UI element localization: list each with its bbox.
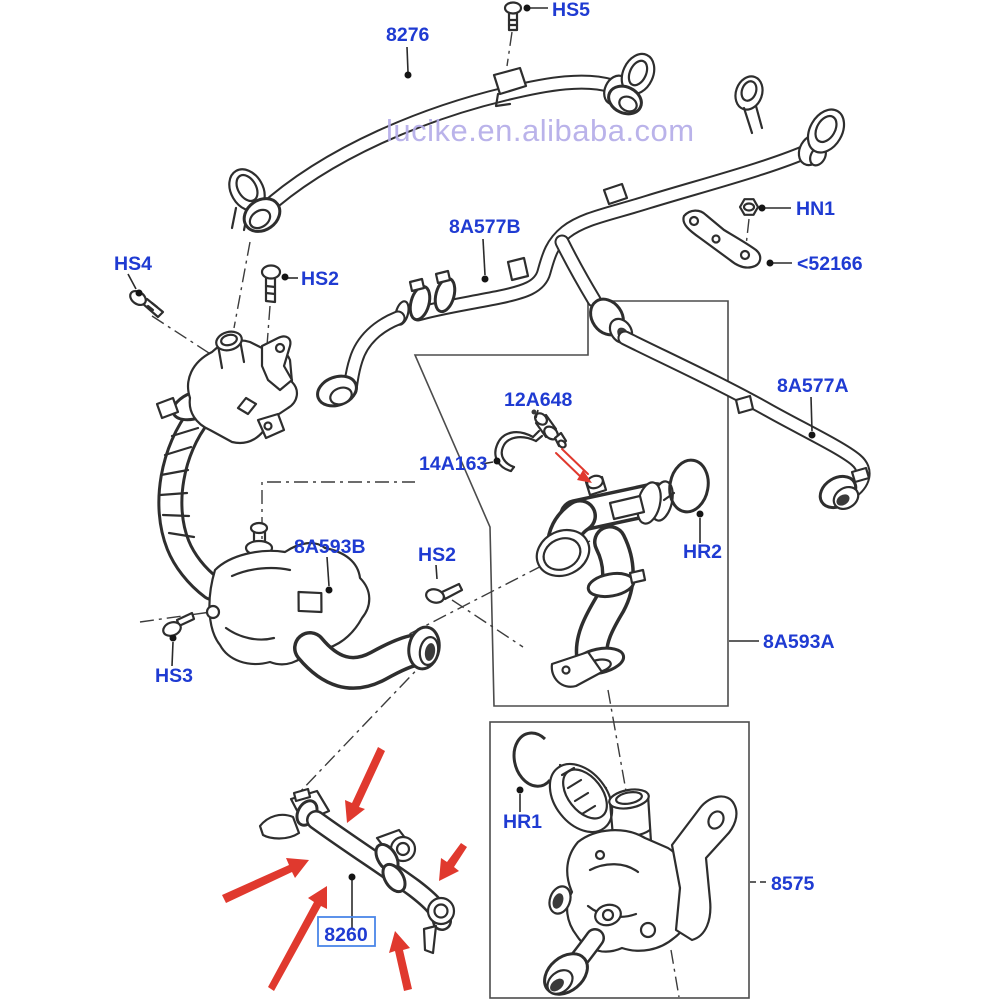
part-bolt-hs4 bbox=[129, 289, 165, 319]
part-thermostat-8575 bbox=[512, 731, 738, 996]
label-hs2-top: HS2 bbox=[301, 268, 339, 290]
box-8575 bbox=[489, 721, 750, 999]
label-14a163: 14A163 bbox=[419, 453, 487, 475]
label-8a593b: 8A593B bbox=[294, 536, 366, 558]
label-hn1: HN1 bbox=[796, 198, 835, 220]
part-hose-8a577a bbox=[617, 330, 871, 511]
callout-leaders bbox=[127, 4, 816, 928]
red-arrow-icon bbox=[389, 931, 412, 991]
label-8a577b: 8A577B bbox=[449, 216, 521, 238]
part-clip-14a163 bbox=[494, 429, 544, 473]
label-hr2: HR2 bbox=[683, 541, 722, 563]
part-hose-8a577b bbox=[316, 75, 846, 408]
part-hose-8260 bbox=[258, 787, 456, 955]
part-cring-hr1 bbox=[512, 731, 552, 788]
box-8a593a bbox=[413, 300, 729, 707]
sensor-pointer-arrow bbox=[555, 448, 592, 483]
part-bolt-hs5 bbox=[503, 1, 523, 32]
part-bolt-hs2-mid bbox=[425, 582, 464, 604]
label-8575: 8575 bbox=[771, 873, 815, 895]
label-hs4: HS4 bbox=[114, 253, 152, 275]
part-bracket-52166 bbox=[682, 209, 762, 269]
label-8a593a: 8A593A bbox=[763, 631, 835, 653]
highlight-arrows bbox=[222, 747, 467, 991]
part-bolt-hs2-top bbox=[260, 264, 282, 304]
part-nut-hn1 bbox=[738, 198, 760, 216]
label-hs3: HS3 bbox=[155, 665, 193, 687]
label-hs2-mid: HS2 bbox=[418, 544, 456, 566]
label-hr1: HR1 bbox=[503, 811, 542, 833]
part-hose-8276 bbox=[228, 52, 656, 233]
label-12a648: 12A648 bbox=[504, 389, 572, 411]
red-arrow-icon bbox=[439, 843, 467, 881]
part-sensor-12a648 bbox=[531, 409, 568, 449]
part-8a593b bbox=[205, 521, 441, 690]
label-52166: <52166 bbox=[797, 253, 863, 275]
group-box-8a593a bbox=[413, 300, 729, 707]
label-8276: 8276 bbox=[386, 24, 430, 46]
highlight-box-8260 bbox=[317, 916, 376, 947]
red-arrow-icon bbox=[268, 886, 327, 991]
label-8260: 8260 bbox=[324, 924, 368, 946]
red-arrow-icon bbox=[222, 858, 309, 903]
watermark-text: lucike.en.alibaba.com bbox=[386, 113, 695, 148]
part-8a593a bbox=[535, 474, 674, 688]
part-water-outlet bbox=[155, 330, 298, 601]
label-8a577a: 8A577A bbox=[777, 375, 849, 397]
part-oring-hr2 bbox=[662, 458, 710, 514]
red-arrow-icon bbox=[345, 747, 385, 823]
label-hs5: HS5 bbox=[552, 0, 590, 21]
callout-labels: HS5 8276 HN1 <52166 HS4 HS2 8A577B 8A577… bbox=[114, 0, 863, 947]
